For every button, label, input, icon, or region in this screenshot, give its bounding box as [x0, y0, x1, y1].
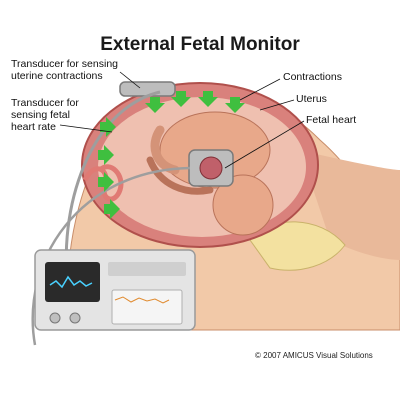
- copyright-notice: © 2007 AMICUS Visual Solutions: [255, 351, 373, 360]
- transducer-cable: [31, 166, 191, 346]
- uterine-transducer: [119, 81, 176, 97]
- screen-waveform: [49, 275, 93, 289]
- heart-rate-transducer: [188, 149, 234, 187]
- label-heart-rate-transducer: Transducer for sensing fetal heart rate: [11, 97, 79, 133]
- intestines: [82, 164, 124, 202]
- leader-lines: [59, 71, 305, 169]
- label-uterus: Uterus: [296, 93, 327, 105]
- label-fetal-heart: Fetal heart: [306, 114, 357, 126]
- label-contractions: Contractions: [283, 71, 342, 83]
- diagram-title: External Fetal Monitor: [100, 34, 300, 55]
- fetal-monitor-device: [34, 249, 196, 331]
- paper-strip: [111, 289, 183, 325]
- label-uterine-transducer: Transducer for sensing uterine contracti…: [11, 58, 118, 82]
- spine-region: [300, 150, 400, 260]
- contraction-arrows: [98, 91, 245, 219]
